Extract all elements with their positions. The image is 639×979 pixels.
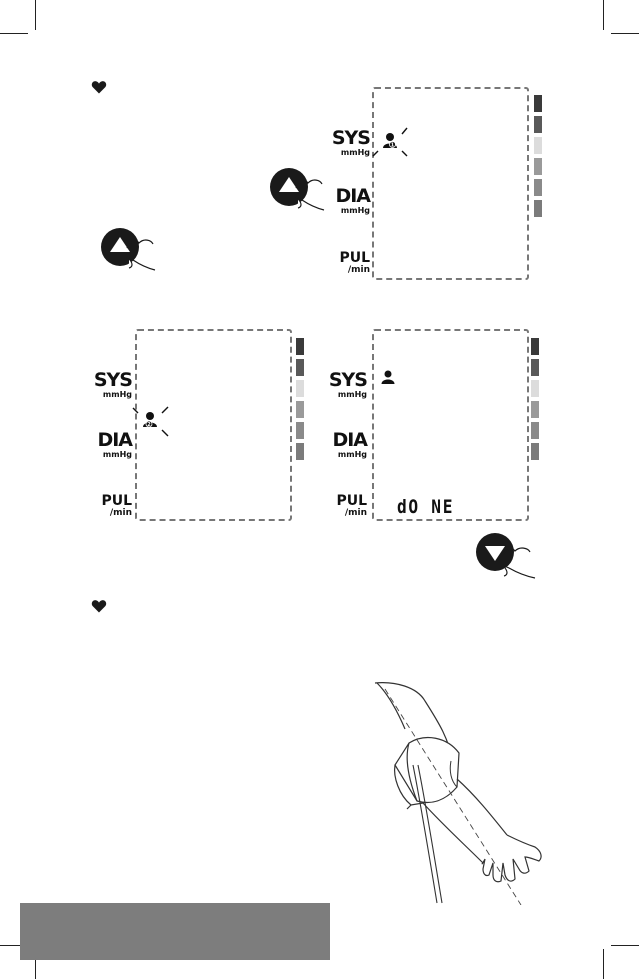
scale-bar xyxy=(531,359,539,376)
arm-cuff-illustration xyxy=(365,675,550,905)
scale-bar xyxy=(296,401,304,418)
scale-bar xyxy=(534,179,542,196)
scale-bar xyxy=(531,380,539,397)
dia-label: DIA mmHg xyxy=(328,187,370,215)
up-arrow-button-icon xyxy=(268,166,328,216)
bp-scale-bars xyxy=(531,338,539,464)
dia-text: DIA xyxy=(325,431,367,450)
dia-text: DIA xyxy=(328,187,370,206)
user-profile-icon xyxy=(380,369,396,385)
dia-text: DIA xyxy=(90,431,132,450)
scale-bar xyxy=(531,401,539,418)
crop-mark xyxy=(611,33,639,34)
pul-text: PUL xyxy=(328,251,370,265)
scale-bar xyxy=(296,338,304,355)
bp-scale-bars xyxy=(296,338,304,464)
heart-icon xyxy=(91,598,107,614)
user-number: 1 xyxy=(391,142,395,148)
sys-label: SYS mmHg xyxy=(328,129,370,157)
mmhg-text: mmHg xyxy=(90,391,132,399)
scale-bar xyxy=(296,380,304,397)
per-min-text: /min xyxy=(325,509,367,518)
crop-mark xyxy=(603,0,604,30)
scale-bar xyxy=(534,200,542,217)
scale-bar xyxy=(534,137,542,154)
scale-bar xyxy=(531,338,539,355)
crop-mark xyxy=(603,949,604,979)
mmhg-text: mmHg xyxy=(325,391,367,399)
bp-scale-bars xyxy=(534,95,542,221)
per-min-text: /min xyxy=(328,266,370,275)
footer-bar xyxy=(20,903,330,960)
done-status-text: dO NE xyxy=(397,496,454,518)
pul-label: PUL /min xyxy=(325,494,367,518)
mmhg-text: mmHg xyxy=(328,149,370,157)
pul-text: PUL xyxy=(325,494,367,508)
sys-label: SYS mmHg xyxy=(325,371,367,399)
crop-mark xyxy=(35,0,36,30)
up-arrow-button-icon xyxy=(100,227,160,277)
scale-bar xyxy=(534,116,542,133)
lcd-display-3 xyxy=(372,329,529,521)
user-profile-icon: 1 xyxy=(372,124,412,158)
scale-bar xyxy=(296,443,304,460)
scale-bar xyxy=(531,443,539,460)
user-profile-icon: 2 xyxy=(132,405,172,439)
mmhg-text: mmHg xyxy=(325,451,367,459)
sys-label: SYS mmHg xyxy=(90,371,132,399)
scale-bar xyxy=(534,158,542,175)
pul-text: PUL xyxy=(90,494,132,508)
pul-label: PUL /min xyxy=(90,494,132,518)
sys-text: SYS xyxy=(325,371,367,390)
dia-label: DIA mmHg xyxy=(325,431,367,459)
dia-label: DIA mmHg xyxy=(90,431,132,459)
per-min-text: /min xyxy=(90,509,132,518)
heart-icon xyxy=(91,79,107,95)
user-number: 2 xyxy=(147,422,151,428)
mmhg-text: mmHg xyxy=(328,207,370,215)
scale-bar xyxy=(296,359,304,376)
sys-text: SYS xyxy=(328,129,370,148)
down-arrow-button-icon xyxy=(475,532,539,584)
lcd-display-1 xyxy=(372,87,529,280)
crop-mark xyxy=(0,33,28,34)
scale-bar xyxy=(534,95,542,112)
scale-bar xyxy=(531,422,539,439)
pul-label: PUL /min xyxy=(328,251,370,275)
crop-mark xyxy=(611,945,639,946)
sys-text: SYS xyxy=(90,371,132,390)
scale-bar xyxy=(296,422,304,439)
mmhg-text: mmHg xyxy=(90,451,132,459)
